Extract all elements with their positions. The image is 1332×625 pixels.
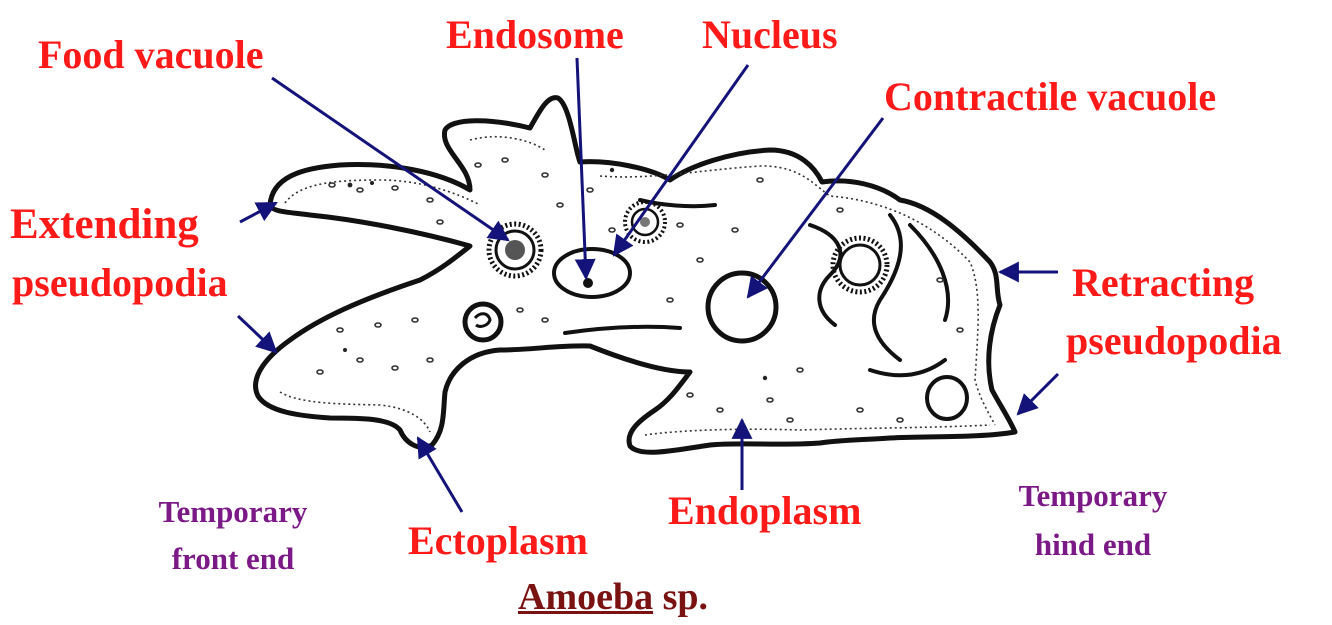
arrow-extending-bottom [238,316,276,352]
food-particle [465,304,501,340]
caption-species: sp. [653,576,708,618]
label-endoplasm: Endoplasm [668,490,861,532]
caption-genus: Amoeba [518,576,653,618]
arrow-ectoplasm [418,438,462,512]
label-front-line1: Temporary [130,496,336,529]
label-hind-line1: Temporary [990,480,1196,513]
label-front-line2: front end [130,543,336,576]
nucleus [554,249,630,297]
label-temporary-hind-end: Temporary hind end [990,480,1196,561]
label-hind-line2: hind end [990,529,1196,562]
endosome [583,278,593,288]
label-ectoplasm: Ectoplasm [408,520,588,562]
arrow-extending-top [240,203,276,222]
label-endosome: Endosome [446,14,624,56]
label-retracting-line2: pseudopodia [1066,320,1282,362]
label-nucleus: Nucleus [702,14,838,56]
label-retracting-line1: Retracting [1072,262,1254,304]
contractile-vacuole [708,273,776,341]
label-temporary-front-end: Temporary front end [130,496,336,575]
label-contractile-vacuole: Contractile vacuole [884,76,1216,118]
label-extending-line1: Extending [10,202,199,247]
food-vacuole-hind [927,377,967,419]
arrow-retracting-bottom [1018,374,1058,414]
label-extending-line2: pseudopodia [12,262,228,304]
figure-caption: Amoeba sp. [518,578,708,618]
amoeba-cell-body [256,98,1015,453]
label-food-vacuole: Food vacuole [38,34,264,76]
